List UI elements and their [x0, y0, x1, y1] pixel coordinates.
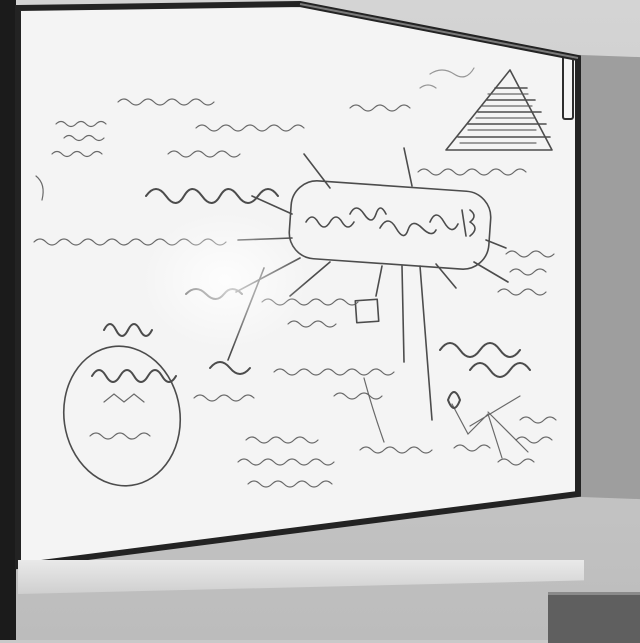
desk-corner: [548, 592, 640, 643]
handwriting-right: [349, 104, 557, 466]
pyramid-diagram: [419, 67, 553, 151]
projector-screen-pull-cord: [562, 58, 574, 120]
central-node-writing: [305, 207, 476, 237]
door-frame: [0, 0, 16, 640]
handwriting-middle: [193, 298, 433, 488]
